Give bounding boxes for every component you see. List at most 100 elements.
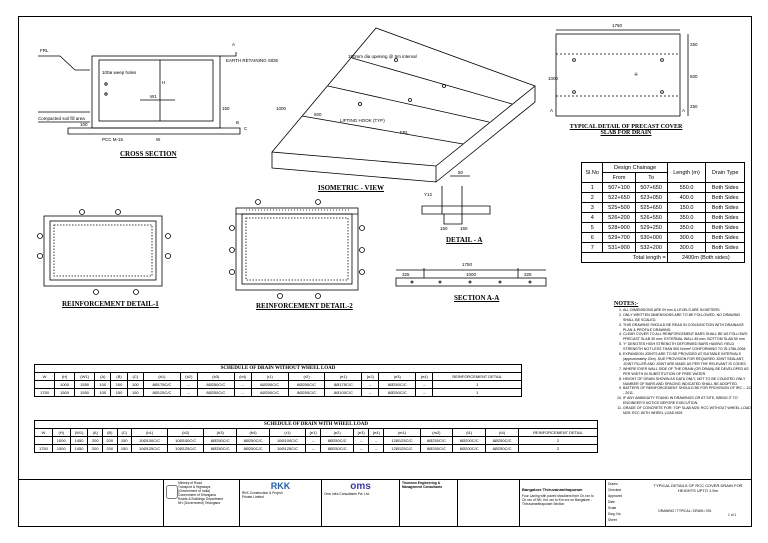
title-block-line: RKK Construction & Project xyxy=(242,491,283,495)
table-cell: – xyxy=(179,380,198,389)
title-block-line: Thomson Engineering & xyxy=(402,481,441,485)
col-chainage: Design Chainage xyxy=(602,162,668,173)
slab-label-bar: ④ xyxy=(634,72,639,77)
table-cell: 507+650 xyxy=(634,182,668,193)
table-cell: 1 xyxy=(432,380,522,389)
table-cell: 10Ø125C/C xyxy=(131,444,169,453)
table-cell: 1450 xyxy=(69,436,89,445)
table-cell: 1 xyxy=(580,182,604,193)
table-cell: 8Ø250C/C xyxy=(378,380,417,389)
title-block-line: Management Consultants xyxy=(402,485,443,489)
title-block-line: Sheet xyxy=(608,518,617,522)
table-cell: 1550 xyxy=(74,388,96,397)
title-block-line: Date xyxy=(608,500,615,504)
table-cell: 1550 xyxy=(74,380,96,389)
table-cell: 150 xyxy=(126,388,144,397)
cs-label-w: W xyxy=(156,137,161,142)
table-cell: 200 xyxy=(87,444,103,453)
table-cell: 300.0 xyxy=(666,242,707,253)
col-to: To xyxy=(634,172,668,183)
cross-section-title: CROSS SECTION xyxy=(120,150,177,158)
schedule-no-wheel-title: SCHEDULE OF DRAIN WITHOUT WHEEL LOAD xyxy=(34,364,522,373)
schedule-header-cell: (e3) xyxy=(353,428,370,437)
table-cell: 8Ø250C/C xyxy=(320,436,355,445)
schedule-wheel-header: W(H)(W1)(A)(B)(C)(b1)(b2)(b3)(b4)(r1)(e1… xyxy=(34,428,599,437)
schedule-header-cell: (H) xyxy=(51,428,71,437)
slab-label-1750: 1750 xyxy=(612,23,623,28)
iso-label-1000: 1000 xyxy=(276,106,287,111)
title-block-line: Drawn xyxy=(608,482,618,486)
table-cell: Both Sides xyxy=(705,222,745,233)
schedule-header-cell: (b1) xyxy=(131,428,169,437)
cs-label-c: C xyxy=(244,126,248,131)
reinforcement-2-drawing xyxy=(229,199,365,299)
table-cell: 8Ø250C/C xyxy=(320,444,355,453)
schedule-header-cell: (A) xyxy=(87,428,103,437)
table-cell: 8Ø250C/C xyxy=(236,444,270,453)
table-cell: 400.0 xyxy=(666,192,707,203)
table-cell: 10Ø125C/C xyxy=(268,444,307,453)
table-cell: 522+650 xyxy=(602,192,636,203)
table-cell: 8Ø200C/C xyxy=(250,388,289,397)
table-cell: 2 xyxy=(517,444,599,453)
cs-label-earth: EARTH RETAINING SIDE xyxy=(226,58,278,63)
designer-panel: Thomson Engineering &Management Consulta… xyxy=(400,479,458,527)
table-cell: 8Ø250C/C xyxy=(203,444,238,453)
table-cell: 150 xyxy=(110,388,128,397)
schedule-header-cell: (b3) xyxy=(196,372,235,381)
revision-panel xyxy=(18,479,164,527)
schedule-wheel-title: SCHEDULE OF DRAIN WITH WHEEL LOAD xyxy=(34,420,598,429)
table-cell: 10Ø100C/C xyxy=(268,436,307,445)
title-block-line: Government of Telangana xyxy=(178,493,216,497)
table-cell: 8Ø250C/C xyxy=(287,388,326,397)
title-block-line: Ministry of Road xyxy=(178,481,202,485)
table-cell: – xyxy=(353,436,370,445)
designer-lines: Thomson Engineering &Management Consulta… xyxy=(402,481,455,489)
slab-label-500: 500 xyxy=(690,74,698,79)
saa-label-1000: 1000 xyxy=(466,272,477,277)
drawing-title: TYPICAL DETAILS OF RCC COVER DRAIN FOR H… xyxy=(653,483,743,493)
schedule-header-cell: (b1) xyxy=(142,372,181,381)
title-block-line: Oms Infra Consultants Pvt. Ltd. xyxy=(324,492,370,496)
title-block-line: Roads & Buildings Department xyxy=(178,497,224,501)
table-cell: 525+650 xyxy=(634,202,668,213)
notes-list: ALL DIMENSIONS ARE IN mm & LEVELS ARE IN… xyxy=(614,308,752,416)
table-cell: Both Sides xyxy=(705,212,745,223)
note-item: 'Y' DENOTES HIGH STRENGTH DEFORMED BARS … xyxy=(623,342,752,352)
note-item: EXPANSION JOINTS ARE TO BE PROVIDED AT S… xyxy=(623,352,752,367)
table-cell: 8Ø250C/C xyxy=(196,380,235,389)
table-cell: 530+000 xyxy=(634,232,668,243)
table-cell: 8Ø250C/C xyxy=(419,436,454,445)
col-length: Length (m) xyxy=(666,162,707,183)
table-cell: 100 xyxy=(110,380,128,389)
consultant-lines: Oms Infra Consultants Pvt. Ltd. xyxy=(324,492,397,496)
table-cell: 8Ø125C/C xyxy=(142,388,181,397)
table-cell: Both Sides xyxy=(705,182,745,193)
table-cell: 528+900 xyxy=(602,222,636,233)
table-cell xyxy=(34,436,53,445)
table-cell: 8Ø200C/C xyxy=(250,380,289,389)
title-block-line: Transport & Highways xyxy=(178,485,211,489)
contractor-logo: RKK xyxy=(270,481,291,491)
sheet-no: 1 of 1 xyxy=(728,513,737,517)
note-item: HEIGHT OF DRAIN SHOWN AS DATA ONLY, NOT … xyxy=(623,377,752,387)
table-cell: 8Ø250C/C xyxy=(203,436,238,445)
client-emblem-icon xyxy=(166,485,178,499)
schedule-header-cell: (C) xyxy=(116,428,133,437)
reinforcement-1-drawing xyxy=(37,209,171,295)
table-cell: 2 xyxy=(580,192,604,203)
cs-label-pcc: PCC M-15 xyxy=(102,137,124,142)
reinforcement-1-title: REINFORCEMENT DETAIL-1 xyxy=(62,300,159,308)
table-cell: 526+200 xyxy=(602,212,636,223)
title-block-line: Dwg. No. xyxy=(608,512,622,516)
schedule-header-cell: (A) xyxy=(94,372,112,381)
table-cell: 10Ø125C/C xyxy=(167,444,205,453)
